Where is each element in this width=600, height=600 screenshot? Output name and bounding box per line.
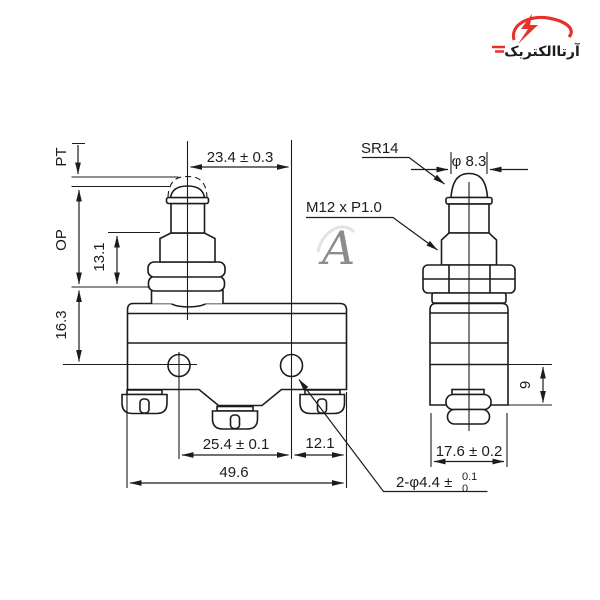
terminal-screw-middle: [211, 405, 259, 430]
label-pt: PT: [53, 147, 70, 166]
side-extension-lines: [430, 152, 552, 467]
m12-leader: [306, 216, 438, 251]
watermark-letter: A: [318, 221, 355, 275]
watermark: A: [316, 221, 356, 275]
hole-note-leader: [298, 379, 488, 493]
label-9: 9: [517, 381, 534, 389]
label-hole-note: 2-φ4.4 ±: [396, 474, 452, 491]
label-op: OP: [53, 229, 70, 251]
side-dimension-lines: [298, 156, 546, 493]
label-17-6: 17.6 ± 0.2: [436, 443, 503, 460]
label-hole-tol-upper: 0.1: [462, 471, 477, 483]
plunger-nut-upper-front: [147, 261, 226, 278]
body-cover-seam-lines: [127, 312, 347, 344]
sr14-leader: [362, 156, 445, 185]
label-23-4: 23.4 ± 0.3: [207, 149, 274, 166]
label-25-4: 25.4 ± 0.1: [203, 436, 270, 453]
watermark-swoosh-icon: [316, 225, 356, 253]
terminal-screw-right: [299, 389, 346, 415]
front-dimension-lines: [75, 145, 344, 486]
logo-brand-text: آرتاالکتریک: [504, 42, 581, 60]
plunger-nut-lower-front: [147, 275, 226, 292]
front-extension-lines: [63, 140, 348, 488]
label-sr14: SR14: [361, 140, 399, 157]
label-13-1: 13.1: [91, 242, 108, 271]
label-dia-8-3: φ 8.3: [452, 153, 487, 170]
label-hole-tol-lower: 0: [462, 483, 468, 495]
label-49-6: 49.6: [219, 464, 248, 481]
label-16-3: 16.3: [53, 310, 70, 339]
label-thread: M12 x P1.0: [306, 199, 382, 216]
terminal-screw-left: [121, 389, 168, 415]
screw-slot: [229, 414, 241, 430]
plunger-front: [147, 175, 226, 304]
logo-speed-lines-icon: [492, 45, 505, 53]
screw-slot: [316, 398, 328, 414]
brand-logo: آرتاالکتریک: [492, 14, 581, 60]
logo-lightning-icon: [518, 14, 538, 44]
label-12-1: 12.1: [305, 435, 334, 452]
screw-slot: [139, 398, 150, 414]
side-view: SR14 φ 8.3 M12 x P1.0 9 17.6 ± 0.2 2-φ4.…: [298, 140, 552, 495]
front-view: PT OP 13.1 16.3 23.4 ± 0.3 25.4 ± 0.1 12…: [53, 140, 348, 488]
terminal-screws-front: [121, 389, 346, 430]
logo-swoosh-icon: [511, 15, 573, 41]
